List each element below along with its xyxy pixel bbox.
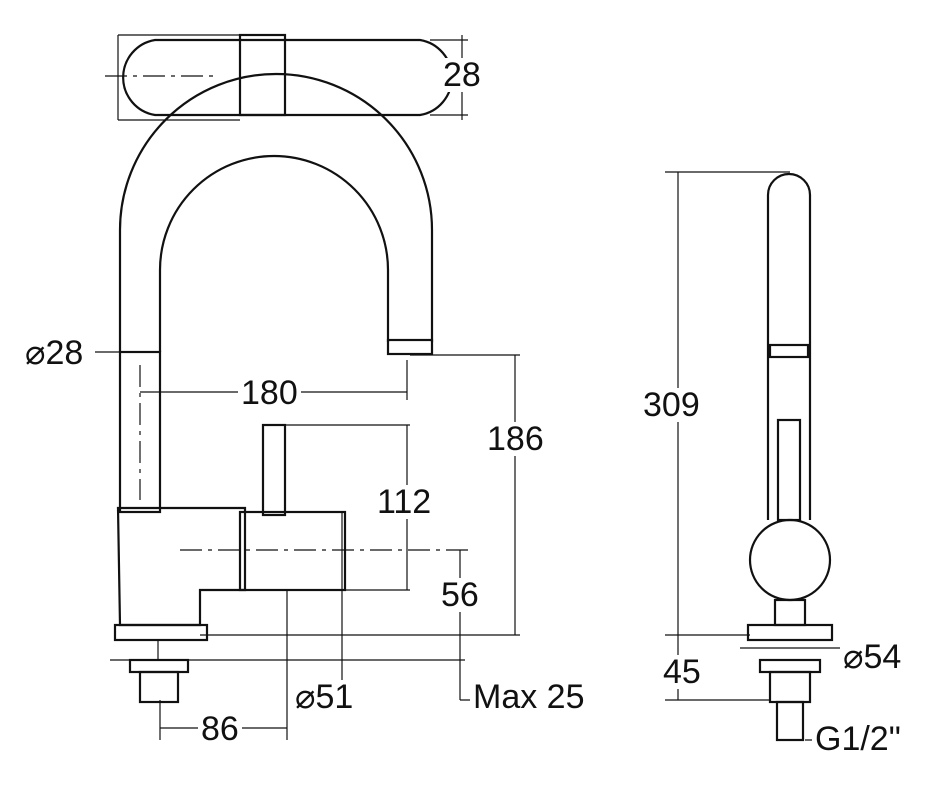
spout-height-label: 186 xyxy=(484,422,547,456)
tube-diameter-label: ⌀28 xyxy=(22,336,87,370)
side-view xyxy=(665,171,850,742)
base-diameter-label: ⌀54 xyxy=(840,640,905,674)
spout-reach-label: 180 xyxy=(238,376,301,410)
front-view xyxy=(95,72,520,740)
top-width-label: 28 xyxy=(440,58,484,92)
total-height-label: 309 xyxy=(640,388,703,422)
thread-label: G1/2" xyxy=(812,722,904,756)
max-deck-label: Max 25 xyxy=(470,680,588,714)
offset-label: 86 xyxy=(198,712,242,746)
body-height-label: 56 xyxy=(438,578,482,612)
lever-height-label: 112 xyxy=(374,485,435,519)
top-view xyxy=(105,33,468,121)
body-diameter-label: ⌀51 xyxy=(292,680,357,714)
shank-length-label: 45 xyxy=(660,655,704,689)
